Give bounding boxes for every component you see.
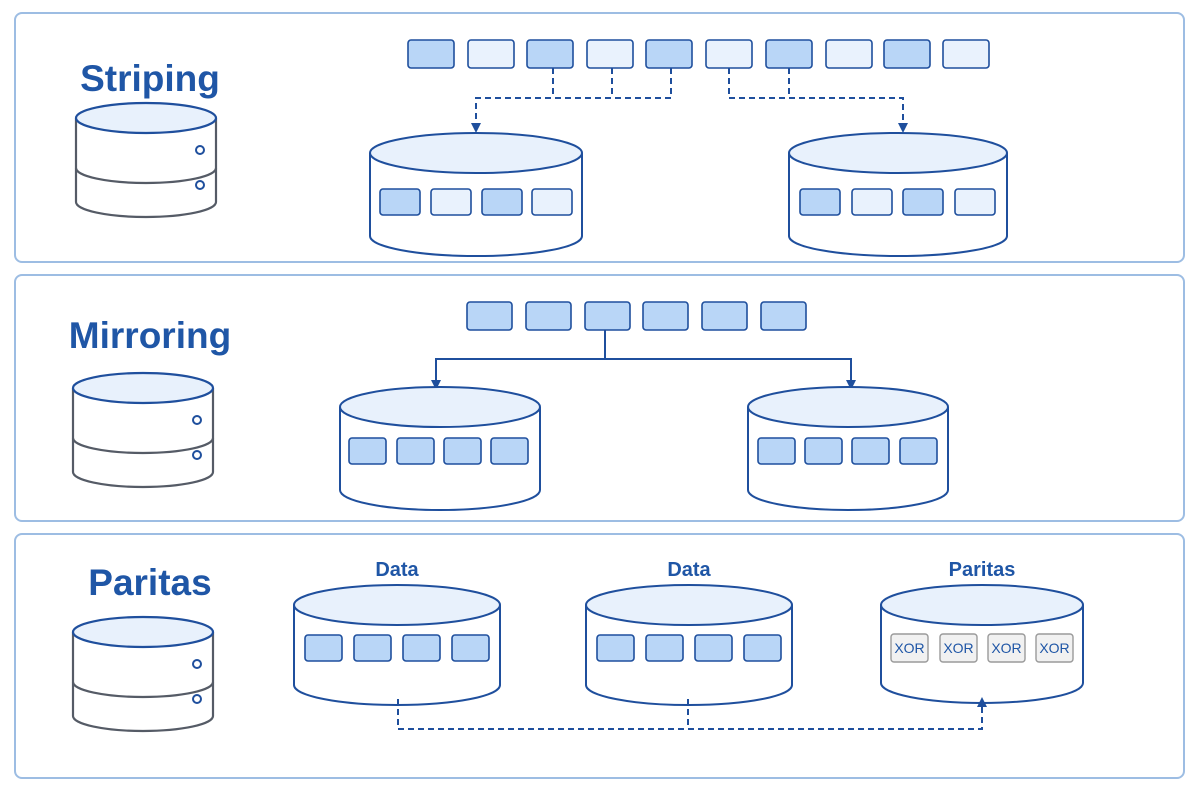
mirroring-title: Mirroring <box>68 315 232 356</box>
striping-panel <box>14 12 1185 263</box>
mirroring-panel <box>14 274 1185 522</box>
parity-title: Paritas <box>88 562 212 603</box>
striping-title: Striping <box>80 58 220 99</box>
